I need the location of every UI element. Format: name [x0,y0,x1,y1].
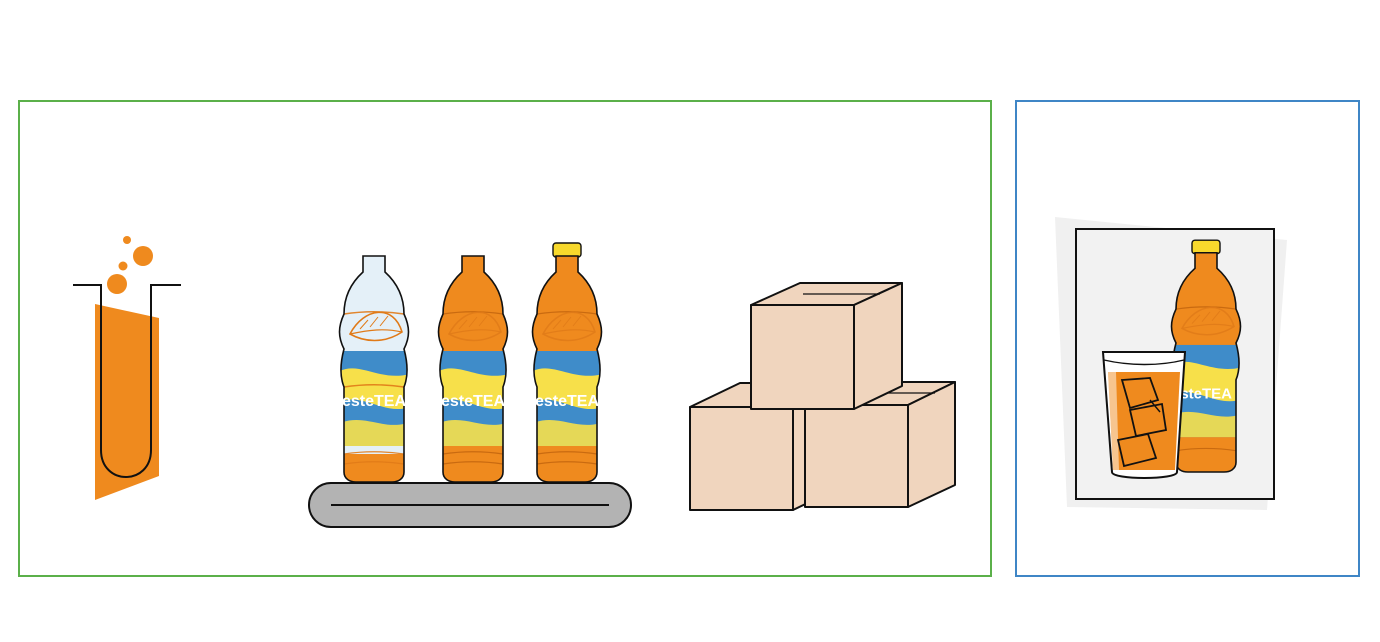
filled-bottle: esteTEA [437,255,509,483]
test-tube-icon [73,236,181,500]
bottle-brand-label: esteTEA [441,393,505,410]
glass [1101,351,1187,479]
bottle-brand-label: esteTEA [535,393,599,410]
empty-bottle: esteTEA [338,255,410,483]
bottle-brand-label: esteTEA [1172,386,1232,402]
cardboard-boxes-icon [689,282,956,511]
scene-bottle: esteTEA [1170,239,1242,473]
conveyor-belt [308,482,632,528]
capped-bottle: esteTEA [531,242,603,483]
bottle-brand-label: esteTEA [342,393,406,410]
iced-tea-glass-icon: esteTEA [1055,217,1287,510]
